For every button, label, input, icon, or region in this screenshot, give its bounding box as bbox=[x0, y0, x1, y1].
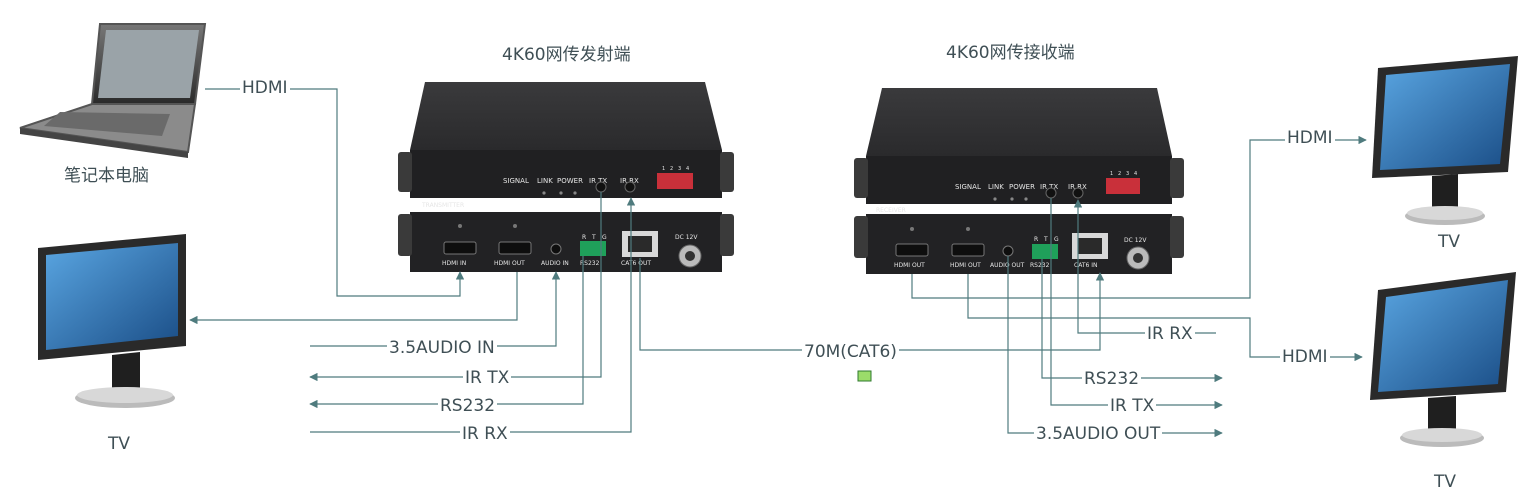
receiver-port-rs232: RS232 bbox=[1030, 262, 1050, 269]
ir-tx-right-label: IR TX bbox=[1108, 396, 1157, 416]
ir-rx-right-label: IR RX bbox=[1145, 324, 1195, 344]
transmitter-port-dc12v: DC 12V bbox=[675, 234, 698, 241]
receiver-port-dc12v: DC 12V bbox=[1124, 237, 1147, 244]
rs232-right-label: RS232 bbox=[1082, 369, 1142, 389]
hdmi-laptop-label: HDMI bbox=[240, 78, 290, 98]
receiver-front-label-link: LINK bbox=[988, 183, 1004, 191]
transmitter-device: TRANSMITTER SIGNAL LINK POWER IR TX IR R… bbox=[398, 82, 734, 272]
tv-right-top bbox=[1372, 56, 1518, 225]
transmitter-front-label-ir-tx: IR TX bbox=[589, 177, 607, 185]
transmitter-port-rs232: RS232 bbox=[580, 260, 600, 267]
hdmi-right-bottom-label: HDMI bbox=[1280, 347, 1330, 367]
transmitter-dip-3: 3 bbox=[678, 166, 681, 172]
transmitter-dip-2: 2 bbox=[670, 166, 673, 172]
transmitter-title: 4K60网传发射端 bbox=[502, 45, 631, 65]
hdmi-right-top-label: HDMI bbox=[1285, 128, 1335, 148]
audio-in-label: 3.5AUDIO IN bbox=[387, 338, 497, 358]
transmitter-port-hdmi-out: HDMI OUT bbox=[494, 260, 525, 267]
receiver-port-audio-out: AUDIO OUT bbox=[990, 262, 1025, 269]
ir-tx-left-label: IR TX bbox=[463, 368, 512, 388]
transmitter-pin-g: G bbox=[602, 234, 607, 241]
tv-right-bottom-caption: TV bbox=[1432, 472, 1459, 492]
laptop bbox=[19, 23, 207, 158]
receiver-front-label-signal: SIGNAL bbox=[955, 183, 981, 191]
receiver-dip-1: 1 bbox=[1110, 171, 1113, 177]
ir-rx-left-label: IR RX bbox=[460, 424, 510, 444]
transmitter-front-label-ir-rx: IR RX bbox=[620, 177, 639, 185]
receiver-device: RECEIVER SIGNAL LINK POWER IR TX IR RX 1… bbox=[854, 88, 1184, 274]
receiver-port-hdmi-out-2: HDMI OUT bbox=[950, 262, 981, 269]
receiver-dip-2: 2 bbox=[1118, 171, 1121, 177]
receiver-dip-4: 4 bbox=[1134, 171, 1137, 177]
receiver-pin-r: R bbox=[1034, 236, 1038, 243]
receiver-wiring bbox=[911, 135, 1367, 438]
receiver-front-model: RECEIVER bbox=[876, 207, 906, 214]
receiver-front-label-power: POWER bbox=[1009, 183, 1035, 191]
transmitter-port-cat6-out: CAT6 OUT bbox=[621, 260, 651, 267]
transmitter-front-label-power: POWER bbox=[557, 177, 583, 185]
audio-out-label: 3.5AUDIO OUT bbox=[1034, 424, 1163, 444]
cable-icon bbox=[857, 370, 872, 382]
rs232-left-label: RS232 bbox=[438, 396, 498, 416]
tv-left-caption: TV bbox=[106, 434, 133, 454]
transmitter-dip-4: 4 bbox=[686, 166, 689, 172]
laptop-caption: 笔记本电脑 bbox=[62, 166, 151, 186]
receiver-front-label-ir-tx: IR TX bbox=[1040, 183, 1058, 191]
transmitter-pin-t: T bbox=[591, 234, 596, 241]
receiver-pin-t: T bbox=[1043, 236, 1048, 243]
transmitter-port-hdmi-in: HDMI IN bbox=[442, 260, 466, 267]
receiver-port-cat6-in: CAT6 IN bbox=[1074, 262, 1097, 269]
tv-right-top-caption: TV bbox=[1436, 232, 1463, 252]
receiver-front-label-ir-rx: IR RX bbox=[1068, 183, 1087, 191]
receiver-port-hdmi-out-1: HDMI OUT bbox=[894, 262, 925, 269]
transmitter-dip-1: 1 bbox=[662, 166, 665, 172]
tv-right-bottom bbox=[1370, 272, 1516, 447]
transmitter-front-label-signal: SIGNAL bbox=[503, 177, 529, 185]
receiver-pin-g: G bbox=[1054, 236, 1059, 243]
receiver-dip-3: 3 bbox=[1126, 171, 1129, 177]
transmitter-front-label-link: LINK bbox=[537, 177, 553, 185]
transmitter-pin-r: R bbox=[582, 234, 586, 241]
tv-left bbox=[38, 234, 186, 408]
receiver-title: 4K60网传接收端 bbox=[946, 43, 1075, 63]
cat6-label: 70M(CAT6) bbox=[802, 342, 899, 362]
transmitter-port-audio-in: AUDIO IN bbox=[541, 260, 569, 267]
transmitter-front-model: TRANSMITTER bbox=[421, 202, 464, 209]
